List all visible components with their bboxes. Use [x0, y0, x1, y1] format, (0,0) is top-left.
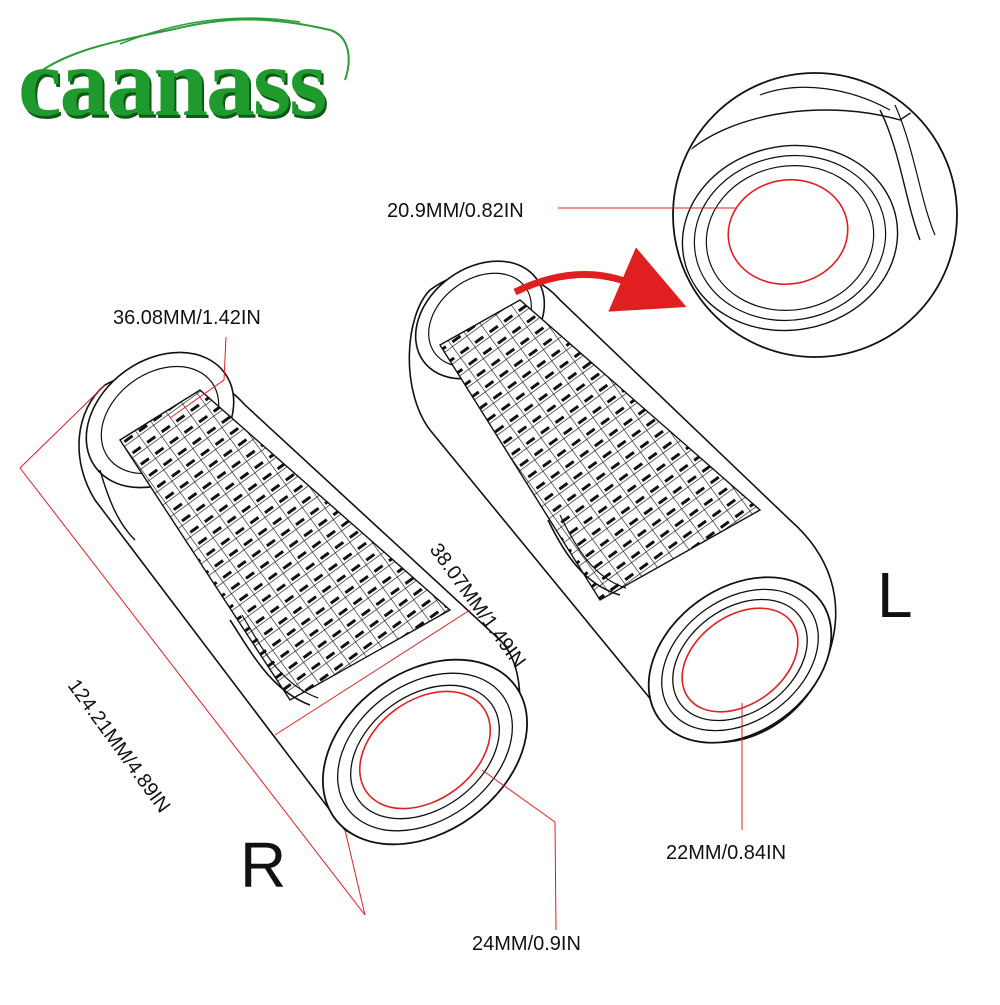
- detail-inner-bore: [727, 178, 849, 286]
- red-arrow-icon: [513, 247, 687, 312]
- left-grip: [408, 260, 837, 744]
- right-grip: [78, 351, 528, 846]
- right-inner-bore: [358, 690, 492, 810]
- dim-top-outer-diameter: 36.08MM/1.42IN: [113, 307, 261, 329]
- left-inner-bore: [681, 607, 799, 713]
- brand-logo: caanass: [18, 29, 327, 137]
- dim-left-inner-diameter: 22MM/0.84IN: [666, 842, 787, 864]
- brand-swoosh: [39, 18, 350, 81]
- side-label-left: L: [877, 559, 913, 631]
- side-label-right: R: [240, 829, 287, 901]
- dim-right-inner-diameter: 24MM/0.9IN: [472, 933, 581, 955]
- dim-inner-bore-detail: 20.9MM/0.82IN: [387, 200, 524, 222]
- detail-magnifier: [672, 72, 958, 358]
